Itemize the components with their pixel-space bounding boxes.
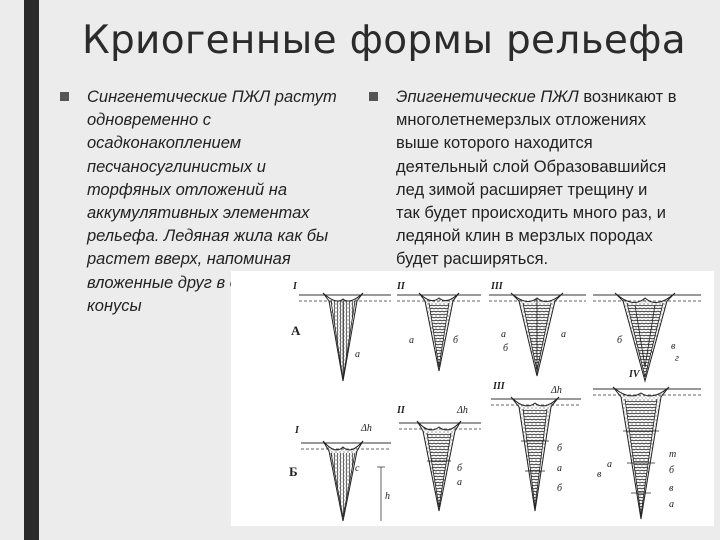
right-line: ледяной клин в мерзлых породах (396, 227, 653, 246)
part-label: с (355, 463, 360, 474)
ice-wedge-diagram-svg: I А а II а б III а б (289, 281, 701, 522)
part-label: б (557, 483, 563, 494)
part-label: б (617, 335, 623, 346)
wedge-b2 (399, 420, 481, 512)
stage-label: III (492, 381, 506, 392)
wedge-b1 (301, 440, 391, 522)
wedge-a2 (397, 292, 481, 372)
wedge-a3 (489, 292, 586, 377)
part-label: а (561, 329, 566, 340)
left-accent-bar (0, 0, 40, 540)
right-line: будет расширяться. (396, 250, 549, 269)
part-label: в (671, 341, 676, 352)
right-paragraph: Эпигенетические ПЖЛ возникают в многолет… (396, 86, 714, 272)
right-term: Эпигенетические ПЖЛ (396, 88, 579, 106)
right-line: Эпигенетические ПЖЛ возникают в (396, 86, 714, 109)
part-label: Δh (360, 423, 372, 434)
left-line: растет вверх, напоминая (87, 250, 291, 269)
right-line: так будет происходить много раз, и (396, 204, 666, 223)
right-text-column: Эпигенетические ПЖЛ возникают в многолет… (369, 86, 714, 272)
left-line: одновременно с (87, 111, 211, 130)
right-line: выше которого находится (396, 134, 593, 153)
wedge-b4 (593, 386, 701, 520)
part-label: а (457, 477, 462, 488)
left-paragraph: Сингенетические ПЖЛ растут одновременно … (87, 86, 360, 318)
right-line: лед зимой расширяет трещину и (396, 180, 648, 199)
slide-title: Криогенные формы рельефа (82, 18, 686, 63)
left-accent-stripe (24, 0, 39, 540)
part-label: б (503, 343, 509, 354)
left-text-column: Сингенетические ПЖЛ растут одновременно … (60, 86, 360, 318)
stage-label: III (490, 281, 504, 292)
square-bullet-icon (60, 92, 69, 101)
part-label: а (355, 349, 360, 360)
stage-label: I (292, 281, 298, 292)
part-label: Δh (550, 385, 562, 396)
right-line: многолетнемерзлых отложениях (396, 111, 646, 130)
ice-wedge-diagram: I А а II а б III а б (231, 271, 714, 526)
section-label-b: Б (289, 464, 298, 479)
part-label: в (669, 483, 674, 494)
stage-label: IV (628, 369, 641, 380)
part-label: h (385, 491, 390, 502)
left-line: рельефа. Ледяная жила как бы (87, 227, 329, 246)
stage-label: II (396, 281, 406, 292)
left-line: торфяных отложений на (87, 180, 288, 199)
wedge-a4 (593, 292, 701, 383)
part-label: а (557, 463, 562, 474)
wedge-b3 (491, 396, 581, 512)
left-line: песчаносуглинистых и (87, 157, 266, 176)
left-line: Сингенетические ПЖЛ растут (87, 88, 337, 106)
part-label: г (675, 353, 679, 364)
part-label: б (669, 465, 675, 476)
stage-label: I (294, 425, 300, 436)
part-label: Δh (456, 405, 468, 416)
part-label: а (501, 329, 506, 340)
part-label: а (409, 335, 414, 346)
part-label: в (597, 469, 602, 480)
part-label: б (457, 463, 463, 474)
left-line: конусы (87, 296, 142, 315)
part-label: б (453, 335, 459, 346)
square-bullet-icon (369, 92, 378, 101)
wedge-a1 (299, 292, 391, 382)
stage-label: II (396, 405, 406, 416)
section-label-a: А (291, 323, 301, 338)
part-label: а (669, 499, 674, 510)
left-line: вложенные друг в друга (87, 273, 273, 292)
part-label: б (557, 443, 563, 454)
part-label: m (669, 449, 676, 460)
left-line: осадконакоплением (87, 134, 242, 153)
left-line: аккумулятивных элементах (87, 204, 310, 223)
part-label: а (607, 459, 612, 470)
right-line-rest: возникают в (583, 88, 677, 106)
right-line: деятельный слой Образовавшийся (396, 157, 667, 176)
